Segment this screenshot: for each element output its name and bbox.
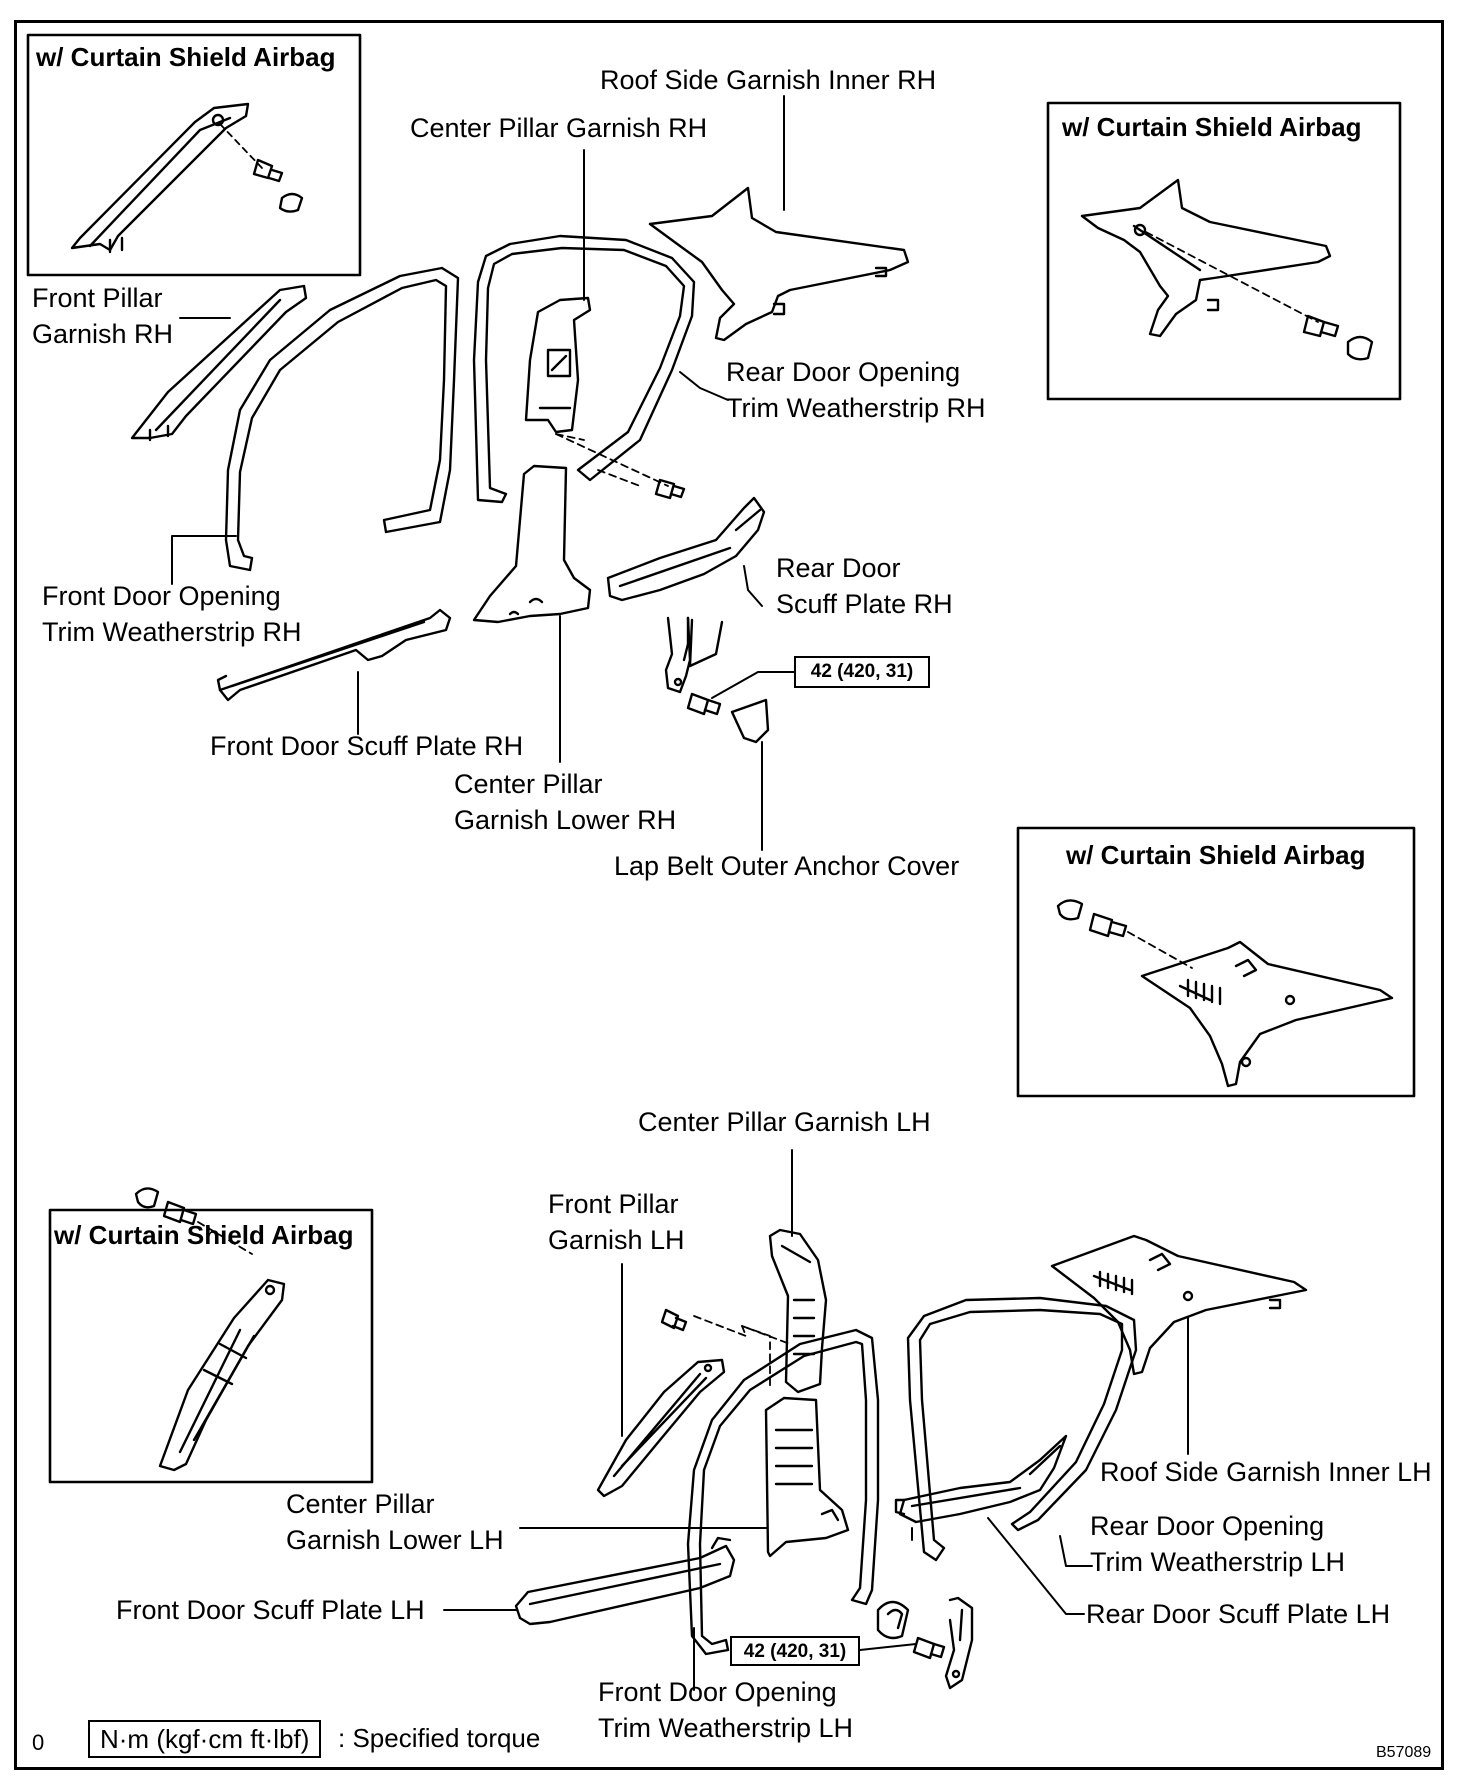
inset2-roof-garnish-drawing [1080, 178, 1374, 361]
label-front-door-weatherstrip-rh-2: Trim Weatherstrip RH [42, 617, 302, 647]
label-front-door-weatherstrip-lh-2: Trim Weatherstrip LH [598, 1713, 854, 1743]
inset4-front-pillar-drawing [134, 1187, 286, 1472]
label-center-pillar-lower-rh-2: Garnish Lower RH [454, 805, 677, 835]
inset-title-2: w/ Curtain Shield Airbag [1062, 112, 1362, 142]
front-door-scuff-plate-rh-drawing [216, 608, 452, 702]
inset-box-3 [1016, 826, 1416, 1098]
roof-side-garnish-lh-drawing [1050, 1234, 1308, 1376]
label-rear-door-weatherstrip-lh-1: Rear Door Opening [1090, 1511, 1325, 1541]
label-rear-door-weatherstrip-lh-2: Trim Weatherstrip LH [1090, 1547, 1346, 1577]
label-rear-door-weatherstrip-rh-2: Trim Weatherstrip RH [726, 393, 986, 423]
label-rear-door-scuff-rh-2: Scuff Plate RH [776, 589, 953, 619]
label-front-pillar-garnish-rh-1: Front Pillar [32, 283, 163, 313]
label-rear-door-scuff-lh: Rear Door Scuff Plate LH [1086, 1599, 1391, 1629]
front-door-weatherstrip-rh-drawing [224, 266, 460, 572]
front-pillar-garnish-lh-drawing [596, 1308, 726, 1498]
center-pillar-garnish-lh-drawing [693, 1228, 828, 1394]
torque-spec-rh: 42 (420, 31) [794, 656, 930, 688]
label-front-door-scuff-lh: Front Door Scuff Plate LH [116, 1595, 425, 1625]
diagram-frame [14, 20, 1444, 1770]
inset-title-1: w/ Curtain Shield Airbag [36, 42, 336, 72]
front-pillar-garnish-rh-drawing [130, 284, 308, 442]
label-front-pillar-garnish-rh-2: Garnish RH [32, 319, 174, 349]
label-front-door-weatherstrip-rh-1: Front Door Opening [42, 581, 281, 611]
front-door-weatherstrip-lh-drawing [686, 1328, 880, 1656]
label-rear-door-scuff-rh-1: Rear Door [776, 553, 901, 583]
figure-id: B57089 [1376, 1744, 1432, 1761]
label-lap-belt-cover: Lap Belt Outer Anchor Cover [614, 851, 960, 881]
label-roof-side-garnish-rh: Roof Side Garnish Inner RH [600, 65, 937, 95]
center-pillar-lower-lh-drawing [764, 1396, 850, 1558]
label-center-pillar-lower-lh-1: Center Pillar [286, 1489, 435, 1519]
label-front-door-weatherstrip-lh-1: Front Door Opening [598, 1677, 837, 1707]
legend-marker: 0 [32, 1730, 45, 1755]
label-front-pillar-garnish-lh-2: Garnish LH [548, 1225, 685, 1255]
center-pillar-lower-rh-drawing [472, 464, 592, 624]
leader-lines-upper [171, 95, 801, 851]
inset3-roof-garnish-drawing [1056, 899, 1394, 1088]
label-front-door-scuff-rh: Front Door Scuff Plate RH [210, 731, 524, 761]
inset-title-3: w/ Curtain Shield Airbag [1066, 840, 1366, 870]
label-center-pillar-garnish-rh: Center Pillar Garnish RH [410, 113, 708, 143]
lap-belt-anchor-rh-drawing [664, 616, 770, 744]
label-roof-side-garnish-lh: Roof Side Garnish Inner LH [1100, 1457, 1432, 1487]
rear-door-weatherstrip-rh-drawing [472, 234, 696, 504]
label-front-pillar-garnish-lh-1: Front Pillar [548, 1189, 679, 1219]
lap-belt-anchor-lh-drawing [876, 1596, 974, 1690]
label-rear-door-weatherstrip-rh-1: Rear Door Opening [726, 357, 961, 387]
front-door-scuff-plate-lh-drawing [514, 1536, 736, 1626]
label-center-pillar-lower-rh-1: Center Pillar [454, 769, 603, 799]
inset1-front-pillar-drawing [70, 102, 304, 254]
label-center-pillar-garnish-lh: Center Pillar Garnish LH [638, 1107, 931, 1137]
torque-unit-legend: N·m (kgf·cm ft·lbf) [88, 1720, 322, 1758]
inset-title-4: w/ Curtain Shield Airbag [54, 1220, 354, 1250]
torque-spec-lh: 42 (420, 31) [730, 1636, 860, 1666]
inset-box-1 [26, 33, 362, 277]
rear-door-weatherstrip-lh-drawing [906, 1296, 1138, 1562]
label-center-pillar-lower-lh-2: Garnish Lower LH [286, 1525, 504, 1555]
leader-lines-lower [443, 1149, 1189, 1691]
roof-side-garnish-rh-drawing [648, 186, 910, 342]
inset-box-2 [1046, 101, 1402, 401]
rear-door-scuff-plate-lh-drawing [894, 1434, 1068, 1524]
inset-box-4 [48, 1208, 374, 1484]
rear-door-scuff-plate-rh-drawing [606, 496, 766, 602]
legend-text: : Specified torque [338, 1723, 541, 1753]
